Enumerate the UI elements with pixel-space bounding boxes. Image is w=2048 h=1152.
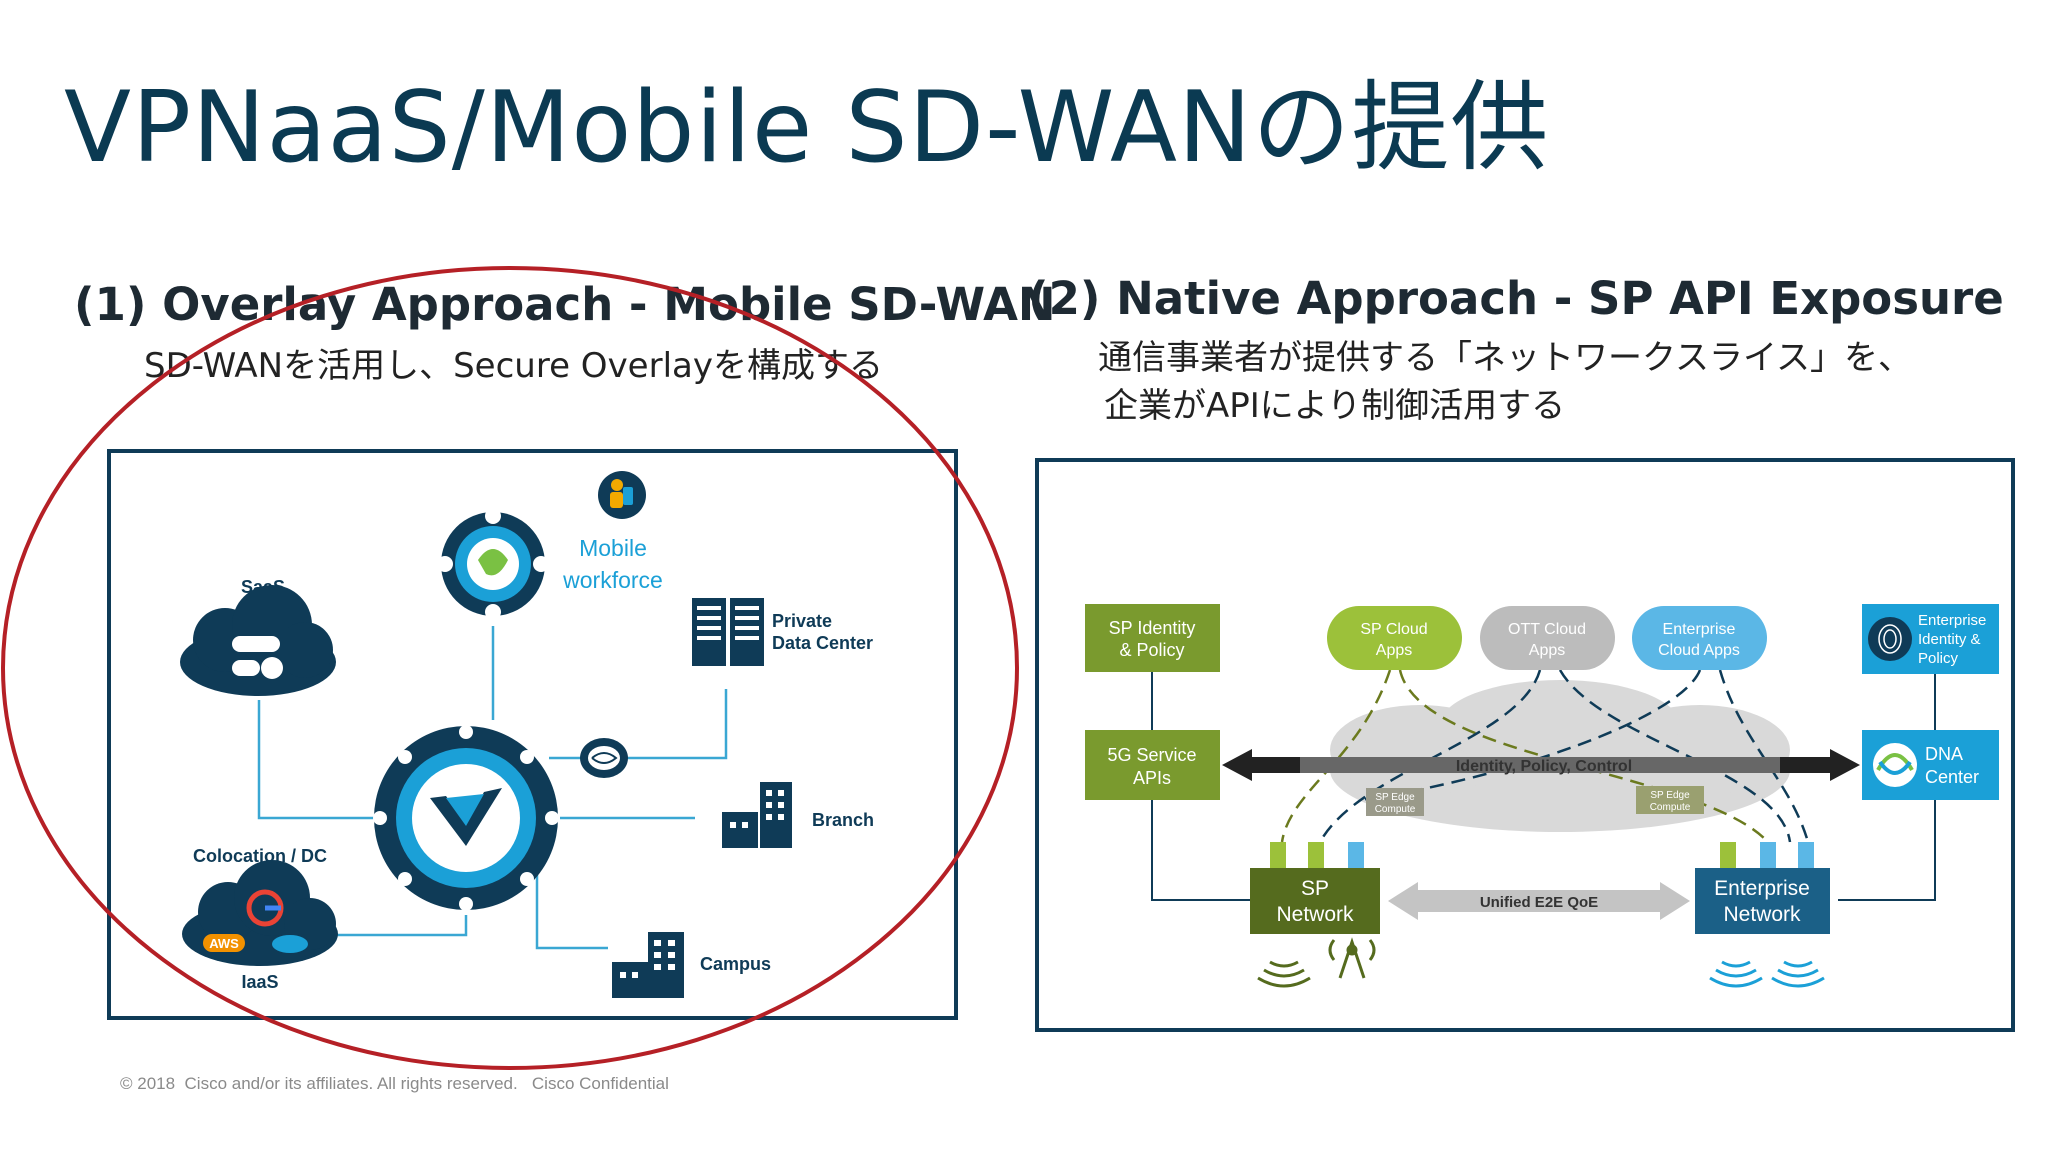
sp-identity-box [1085, 604, 1220, 672]
sp-cloud-apps-label-2: Apps [1376, 642, 1412, 659]
aws-badge: AWS [209, 936, 239, 951]
enterprise-cloud-apps-label-1: Enterprise [1663, 621, 1736, 638]
enterprise-network-label-2: Network [1723, 903, 1801, 926]
mobile-user-icon [598, 471, 646, 519]
data-center-icon [692, 598, 764, 666]
highlight-ellipse [1, 266, 1019, 1070]
enterprise-wireless-icon-1 [1709, 960, 1763, 988]
mobile-workforce-label-2: workforce [562, 567, 663, 593]
fingerprint-lines [1878, 624, 1902, 654]
cell-tower-icon [1328, 937, 1376, 979]
sp-edge-right-label-1: SP Edge [1650, 790, 1690, 801]
campus-label: Campus [700, 954, 771, 974]
mobile-workforce-label-1: Mobile [579, 535, 647, 561]
enterprise-network-ports [1720, 842, 1814, 868]
sp-cloud-apps-label-1: SP Cloud [1360, 621, 1427, 638]
ott-cloud-apps-label-2: Apps [1529, 642, 1565, 659]
enterprise-cloud-apps-label-2: Cloud Apps [1658, 642, 1740, 659]
overlay-approach-subtitle: SD-WANを活用し、Secure Overlayを構成する [144, 346, 883, 386]
saas-cloud-icon [180, 585, 336, 696]
dna-logo-icon [1873, 743, 1917, 787]
enterprise-network-box [1695, 868, 1830, 934]
sp-identity-label-1: SP Identity [1109, 618, 1196, 638]
security-globe-icon [437, 508, 549, 620]
fingerprint-icon [1868, 617, 1912, 661]
enterprise-cloud-apps-pill [1632, 606, 1767, 670]
ott-cloud-apps-pill [1480, 606, 1615, 670]
identity-policy-label: Identity, Policy, Control [1456, 758, 1632, 775]
sp-edge-left-label-2: Compute [1375, 804, 1416, 815]
qoe-arrow [1388, 882, 1690, 920]
sp-network-ports [1270, 842, 1364, 868]
sp-edge-compute-right [1636, 786, 1704, 814]
sp-edge-compute-left [1366, 788, 1424, 816]
copyright-footer: © 2018 Cisco and/or its affiliates. All … [120, 1074, 669, 1093]
encryption-link-icon [580, 738, 628, 778]
sp-edge-left-label-1: SP Edge [1375, 792, 1415, 803]
campus-building-icon [612, 932, 684, 998]
enterprise-network-label-1: Enterprise [1714, 877, 1810, 900]
iaas-cloud-icon: AWS [182, 860, 338, 966]
enterprise-identity-label-1: Enterprise [1918, 612, 1986, 629]
dna-center-label-1: DNA [1925, 744, 1963, 764]
private-dc-label-2: Data Center [772, 633, 873, 653]
solid-connectors [1151, 672, 1936, 901]
enterprise-wireless-icon-2 [1771, 960, 1825, 988]
5g-service-apis-box [1085, 730, 1220, 800]
private-dc-label-1: Private [772, 611, 832, 631]
native-approach-subtitle-line2: 企業がAPIにより制御活用する [1104, 386, 1566, 426]
dna-center-label-2: Center [1925, 767, 1979, 787]
sp-network-label-2: Network [1276, 903, 1354, 926]
5g-service-apis-label-1: 5G Service [1107, 745, 1196, 765]
sp-network-label-1: SP [1301, 877, 1329, 900]
sp-identity-label-2: & Policy [1119, 640, 1184, 660]
ott-cloud-apps-label-1: OTT Cloud [1508, 621, 1586, 638]
native-approach-heading: (2) Native Approach - SP API Exposure [1028, 272, 2004, 325]
sp-network-box [1250, 868, 1380, 934]
native-approach-subtitle-line1: 通信事業者が提供する「ネットワークスライス」を、 [1098, 338, 1912, 378]
sp-wireless-icon [1257, 960, 1311, 988]
iaas-label: IaaS [241, 972, 278, 992]
sdwan-hub-icon [373, 725, 559, 911]
branch-label: Branch [812, 810, 874, 830]
enterprise-identity-label-3: Policy [1918, 650, 1959, 667]
slide-title: VPNaaS/Mobile SD-WANの提供 [64, 71, 1550, 185]
branch-building-icon [722, 782, 792, 848]
qoe-label: Unified E2E QoE [1480, 894, 1598, 911]
sp-cloud-apps-pill [1327, 606, 1462, 670]
colocation-label: Colocation / DC [193, 846, 327, 866]
enterprise-identity-label-2: Identity & [1918, 631, 1981, 648]
sp-edge-right-label-2: Compute [1650, 802, 1691, 813]
overlay-approach-heading: (1) Overlay Approach - Mobile SD-WAN [74, 278, 1056, 331]
5g-service-apis-label-2: APIs [1133, 768, 1171, 788]
